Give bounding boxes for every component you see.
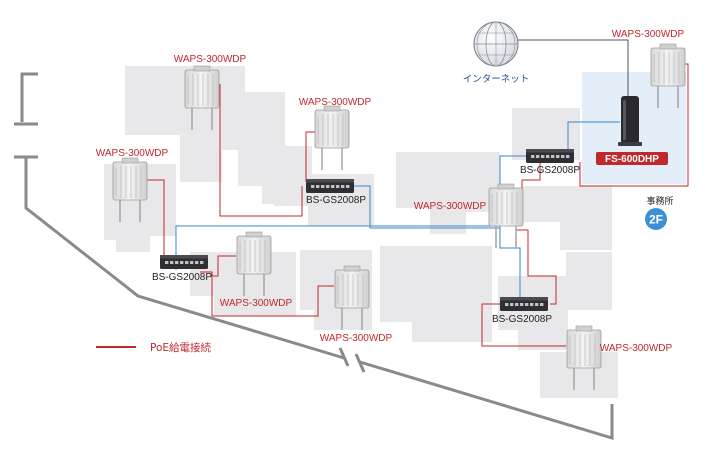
switch-icon — [500, 297, 548, 311]
access-point-label: WAPS-300WDP — [320, 333, 393, 344]
legend-label: PoE給電接続 — [150, 341, 212, 354]
lan-cable — [352, 155, 552, 229]
wall-segment — [359, 360, 614, 441]
floor-block — [125, 66, 285, 182]
internet-label: インターネット — [463, 74, 530, 85]
access-point-label: WAPS-300WDP — [96, 148, 169, 159]
floor-badge-label: 2F — [649, 213, 663, 227]
switch-label: BS-GS2008P — [152, 272, 212, 283]
wall-segment — [338, 347, 350, 367]
lan-cable — [499, 228, 521, 300]
floor-block — [380, 246, 492, 342]
access-point-icon — [488, 183, 524, 249]
access-point-label: WAPS-300WDP — [414, 201, 487, 212]
router-device — [618, 96, 642, 146]
wan-cable — [518, 39, 629, 98]
access-point-label: WAPS-300WDP — [174, 54, 247, 65]
floor-plan — [104, 66, 618, 398]
poe-cable — [200, 271, 334, 317]
wall-segment — [24, 158, 345, 360]
wall-segment — [20, 72, 38, 122]
floor-block — [498, 276, 568, 350]
router-label-bg — [596, 152, 668, 165]
access-point-label: WAPS-300WDP — [612, 29, 685, 40]
floor-badge — [645, 208, 667, 230]
poe-cable — [481, 303, 566, 347]
access-point-icon — [314, 105, 350, 171]
floor-block — [512, 108, 580, 160]
poe-cable — [516, 229, 557, 305]
switch-icon — [160, 255, 208, 269]
switch-label: BS-GS2008P — [492, 314, 552, 325]
switch-label: BS-GS2008P — [306, 195, 366, 206]
office-label: 事務所 — [646, 195, 673, 207]
poe-cable — [521, 162, 541, 194]
access-point-label: WAPS-300WDP — [299, 97, 372, 108]
access-point-label: WAPS-300WDP — [220, 298, 293, 309]
access-point-label: WAPS-300WDP — [600, 343, 673, 354]
walls — [14, 72, 614, 441]
internet-globe — [473, 21, 519, 67]
switch-icon — [306, 179, 354, 193]
floor-block — [566, 252, 612, 310]
poe-cable — [305, 131, 316, 182]
poe-cable — [210, 255, 236, 277]
floor-block — [522, 186, 612, 250]
lan-cable — [567, 121, 620, 154]
switch-label: BS-GS2008P — [520, 165, 580, 176]
poe-cable — [219, 84, 303, 217]
floor-block — [396, 152, 500, 234]
switch-icon — [526, 149, 574, 163]
router-label: FS-600DHP — [605, 154, 659, 165]
